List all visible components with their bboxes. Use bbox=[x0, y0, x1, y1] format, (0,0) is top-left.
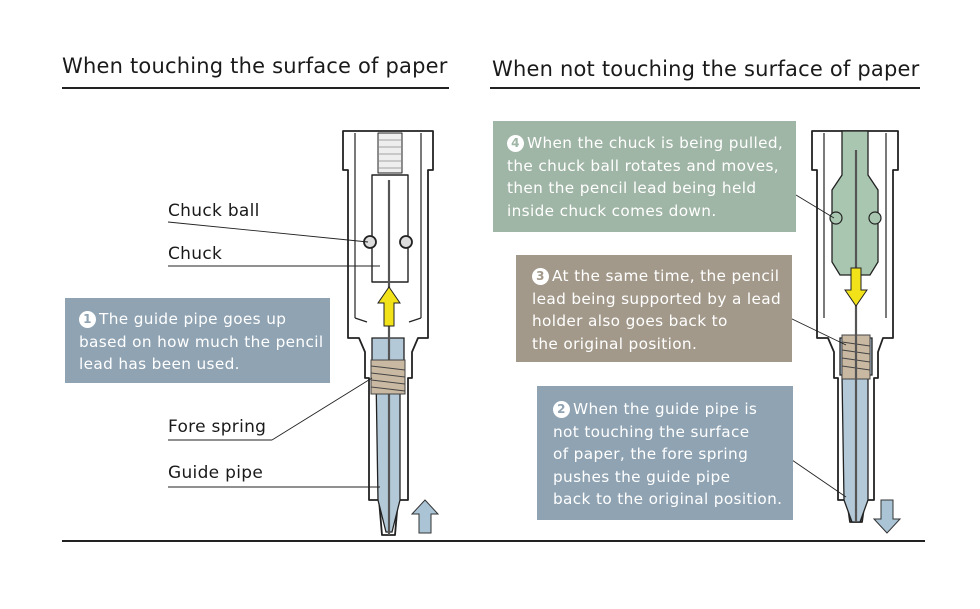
label-fore-spring: Fore spring bbox=[168, 417, 267, 437]
callout-2-number: 2 bbox=[553, 401, 570, 418]
callout-4-line-3: then the pencil lead being held bbox=[507, 179, 757, 197]
callout-4-number: 4 bbox=[507, 135, 524, 152]
leader-fore-spring bbox=[271, 377, 373, 441]
callout-2-line-3: of paper, the fore spring bbox=[553, 445, 749, 463]
leader-callout-3 bbox=[789, 317, 847, 346]
callout-3-line-1: At the same time, the pencil bbox=[552, 267, 780, 285]
pencil-left bbox=[342, 130, 434, 536]
chuck-ball-right-b bbox=[868, 211, 882, 225]
callout-3-line-4: the original position. bbox=[532, 334, 698, 353]
callout-2-line-4: pushes the guide pipe bbox=[553, 467, 731, 486]
up-arrow-icon bbox=[410, 499, 440, 534]
callout-4-line-1: When the chuck is being pulled, bbox=[527, 134, 784, 152]
chuck-ball-left-b bbox=[399, 235, 413, 249]
callout-2-line-2: not touching the surface bbox=[553, 422, 750, 441]
chuck-ball-right-a bbox=[829, 211, 843, 225]
callout-1-line-2: based on how much the pencil bbox=[79, 332, 324, 351]
heading-not-touching: When not touching the surface of paper bbox=[492, 57, 920, 81]
down-arrow-icon bbox=[872, 499, 902, 534]
callout-1-line-1: The guide pipe goes up bbox=[99, 310, 287, 328]
callout-2-line-1: When the guide pipe is bbox=[573, 400, 758, 418]
leader-callout-2 bbox=[791, 459, 847, 498]
up-arrow-icon bbox=[377, 286, 401, 327]
callout-3-line-2: lead being supported by a lead bbox=[532, 289, 782, 308]
callout-2-line-5: back to the original position. bbox=[553, 490, 783, 508]
heading-underline-left bbox=[62, 87, 449, 89]
down-arrow-icon bbox=[844, 267, 868, 307]
pencil-right bbox=[811, 130, 899, 523]
label-guide-pipe: Guide pipe bbox=[168, 463, 264, 483]
fore-spring-left bbox=[370, 359, 406, 395]
callout-4-line-4: inside chuck comes down. bbox=[507, 201, 717, 220]
leader-callout-4 bbox=[795, 194, 835, 219]
heading-underline-right bbox=[490, 87, 920, 89]
callout-3-line-3: holder also goes back to bbox=[532, 312, 728, 330]
heading-touching: When touching the surface of paper bbox=[62, 54, 448, 78]
callout-1-line-3: lead has been used. bbox=[79, 355, 240, 373]
callout-3-number: 3 bbox=[532, 268, 549, 285]
label-chuck: Chuck bbox=[168, 244, 223, 264]
leader-chuck-ball bbox=[167, 221, 369, 243]
label-chuck-ball: Chuck ball bbox=[168, 201, 260, 221]
callout-1-number: 1 bbox=[79, 311, 96, 328]
callout-4-line-2: the chuck ball rotates and moves, bbox=[507, 156, 780, 175]
